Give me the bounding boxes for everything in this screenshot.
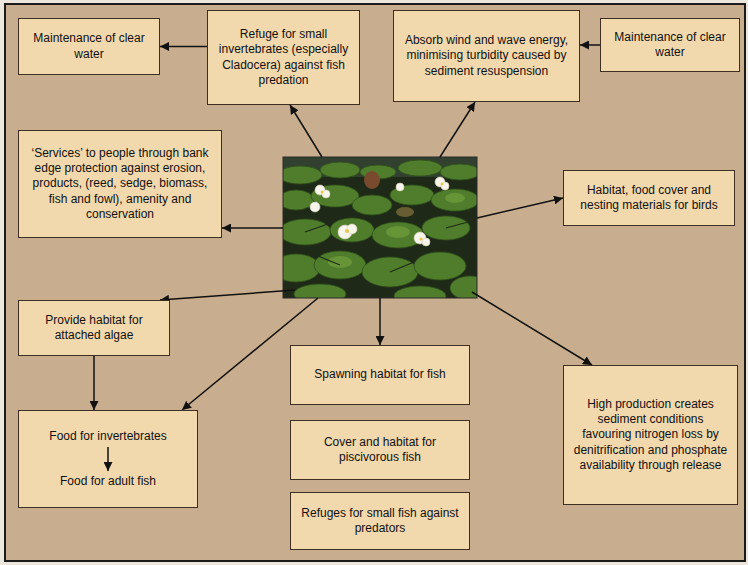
arrow-connector [580, 44, 600, 46]
box-text: Refuges for small fish against predators [299, 506, 461, 537]
photo-arrow [160, 290, 295, 300]
box-text: Spawning habitat for fish [314, 367, 445, 382]
photo-arrow [379, 298, 381, 345]
photo-content [283, 157, 477, 298]
box-text: ‘Services’ to people through bank edge p… [27, 146, 213, 223]
photo-arrow [440, 102, 475, 157]
text-box: Spawning habitat for fish [290, 345, 470, 405]
box-text: Cover and habitat for piscivorous fish [299, 435, 461, 466]
photo-arrow [477, 198, 563, 218]
box-text: Habitat, food cover and nesting material… [572, 183, 726, 214]
text-box: Absorb wind and wave energy, minimising … [393, 10, 580, 102]
box-text: Food for adult fish [60, 474, 156, 489]
text-box: Maintenance of clear water [600, 18, 740, 72]
text-box: Habitat, food cover and nesting material… [563, 170, 735, 226]
lily-flowers [310, 177, 449, 246]
text-box: High production creates sediment conditi… [563, 365, 738, 505]
lily-bud [364, 171, 380, 189]
text-box: Food for invertebratesFood for adult fis… [18, 410, 198, 508]
box-text: High production creates sediment conditi… [572, 397, 729, 474]
photo-arrow [290, 105, 322, 157]
box-text: Absorb wind and wave energy, minimising … [402, 33, 571, 79]
box-text: Maintenance of clear water [27, 31, 151, 62]
box-text: Food for invertebrates [49, 429, 166, 444]
photo-arrow [222, 227, 283, 229]
text-box: Cover and habitat for piscivorous fish [290, 420, 470, 480]
lily-pads [283, 160, 477, 298]
photo-arrow [472, 292, 592, 365]
text-box: Refuges for small fish against predators [290, 492, 470, 550]
box-text: Maintenance of clear water [609, 30, 731, 61]
text-box: Refuge for small invertebrates (especial… [207, 10, 360, 105]
arrow-connector [93, 356, 95, 410]
box-text: Refuge for small invertebrates (especial… [216, 27, 351, 88]
text-box: Maintenance of clear water [18, 18, 160, 75]
box-text: Provide habitat for attached algae [27, 313, 161, 344]
arrow-connector [160, 46, 207, 48]
text-box: ‘Services’ to people through bank edge p… [18, 130, 222, 238]
text-box: Provide habitat for attached algae [18, 300, 170, 356]
inner-arrow [107, 447, 109, 471]
